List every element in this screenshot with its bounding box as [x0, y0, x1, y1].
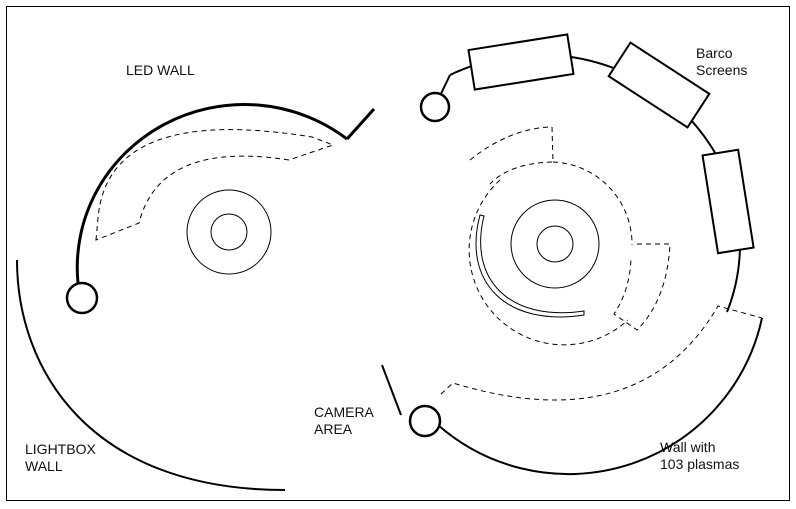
led-wall-arc — [75, 103, 348, 284]
inner-set-outline-circle — [468, 179, 629, 346]
barco-screen-3 — [701, 148, 755, 255]
right-outer-ring — [437, 317, 763, 476]
right-top-camera-circle — [419, 91, 451, 123]
led-wall-label: LED WALL — [126, 62, 195, 79]
lightbox-wall-label: LIGHTBOX WALL — [25, 441, 96, 475]
right-turntable-outer — [510, 199, 600, 289]
inner-set-outline-top — [469, 126, 554, 185]
plasma-label-line1: Wall with — [660, 439, 716, 455]
diagram-frame — [6, 6, 790, 501]
inner-set-outline-right-arc — [552, 161, 633, 246]
plasma-wall-label: Wall with 103 plasmas — [660, 439, 739, 473]
barco-screen-1 — [467, 33, 575, 91]
lightbox-wall-arc — [16, 259, 286, 491]
right-bottom-camera-circle — [408, 404, 442, 438]
left-set — [16, 103, 376, 491]
plasma-label-line2: 103 plasmas — [660, 456, 740, 472]
led-wall-camera-circle — [65, 281, 99, 315]
right-set — [381, 33, 763, 476]
lightbox-label-line1: LIGHTBOX — [25, 441, 96, 457]
camera-label-line2: AREA — [314, 421, 353, 437]
led-wall-end-segment — [345, 107, 376, 141]
curved-rail — [475, 214, 585, 318]
led-wall-label-text: LED WALL — [126, 62, 195, 78]
inner-set-outline-right — [613, 243, 671, 331]
barco-label-line1: Barco — [696, 45, 733, 61]
barco-screens-label: Barco Screens — [696, 45, 747, 79]
left-turntable-outer — [186, 189, 272, 275]
camera-label-line1: CAMERA — [314, 404, 374, 420]
left-turntable-inner — [210, 213, 248, 251]
barco-screen-2 — [607, 41, 711, 129]
camera-area-wall — [381, 364, 402, 416]
right-turntable-inner — [536, 225, 574, 263]
barco-label-line2: Screens — [696, 62, 748, 78]
left-stage-outline — [95, 129, 335, 241]
camera-area-label: CAMERA AREA — [314, 404, 374, 438]
plasma-wall-stage-outline — [440, 305, 763, 401]
lightbox-label-line2: WALL — [25, 458, 63, 474]
